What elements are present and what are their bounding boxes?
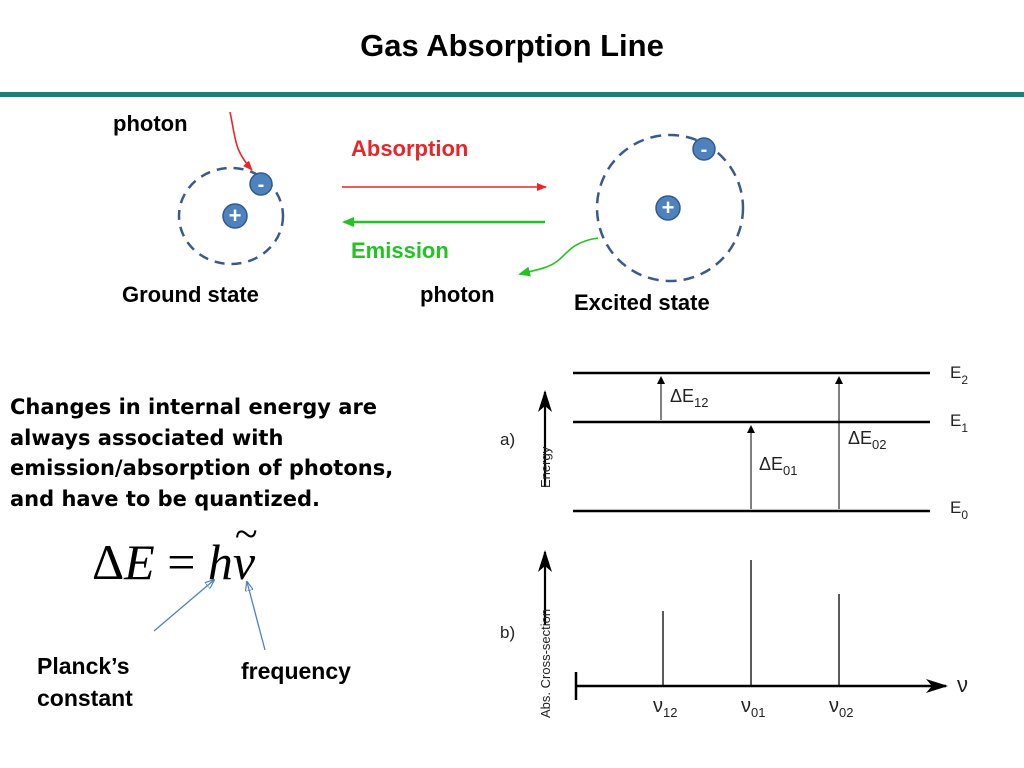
nu-label-01: ν01 <box>741 695 765 720</box>
cross-section-axis-label: Abs. Cross-section <box>538 609 553 718</box>
energy-axis-label: Energy <box>538 446 553 488</box>
nu-label-12: ν12 <box>653 695 677 720</box>
planck-label-line: Planck’s <box>37 653 130 679</box>
panel-label-a: a) <box>500 430 515 449</box>
photon-in-label: photon <box>113 111 188 136</box>
ground-electron-sign: - <box>258 174 265 196</box>
level-label-e1: E1 <box>950 411 968 435</box>
emission-label: Emission <box>351 238 449 263</box>
level-label-e2: E2 <box>950 363 968 387</box>
frequency-axis-label: ν <box>957 672 968 697</box>
explanation-text: Changes in internal energy are always as… <box>10 392 480 514</box>
energy-symbol: E <box>124 534 155 590</box>
wavenumber-symbol: ν~ <box>232 512 258 590</box>
planck-pointer-arrow <box>153 580 214 632</box>
explanation-line: Changes in internal energy are <box>10 395 378 419</box>
energy-equation: ΔE = hν~ <box>92 512 258 591</box>
panel-label-b: b) <box>500 623 515 642</box>
ground-electron <box>249 172 273 196</box>
ground-state-label: Ground state <box>122 282 259 307</box>
explanation-line: emission/absorption of photons, <box>10 456 394 480</box>
nu-label-02: ν02 <box>829 695 853 720</box>
transition-label-12: ΔE12 <box>670 386 709 410</box>
excited-orbit <box>595 133 745 283</box>
explanation-line: always associated with <box>10 425 284 450</box>
ground-nucleus-sign: + <box>229 203 242 228</box>
spectrum-diagram <box>538 550 948 700</box>
absorption-label: Absorption <box>351 136 469 161</box>
frequency-label: frequency <box>241 658 351 684</box>
explanation-line: and have to be quantized. <box>10 486 321 511</box>
excited-nucleus <box>655 195 681 221</box>
excited-state-label: Excited state <box>574 290 710 315</box>
photon-in-arrow <box>229 111 253 171</box>
planck-label: Planck’s constant <box>37 650 133 714</box>
planck-label-line: constant <box>37 685 133 711</box>
ground-nucleus <box>222 203 248 229</box>
delta-symbol: Δ <box>92 534 125 590</box>
transition-label-01: ΔE01 <box>759 454 798 478</box>
planck-symbol: h <box>207 534 233 590</box>
page-title: Gas Absorption Line <box>360 28 664 63</box>
excited-nucleus-sign: + <box>662 195 675 220</box>
transition-label-02: ΔE02 <box>848 428 887 452</box>
frequency-pointer-arrow <box>247 582 266 651</box>
energy-level-diagram <box>538 371 930 513</box>
equals-sign: = <box>154 534 208 590</box>
photon-out-arrow <box>518 237 599 277</box>
excited-electron <box>692 137 716 161</box>
excited-electron-sign: - <box>701 139 708 161</box>
level-label-e0: E0 <box>950 498 968 522</box>
ground-orbit <box>177 166 285 266</box>
photon-out-label: photon <box>420 282 495 307</box>
title-divider <box>0 92 1024 97</box>
